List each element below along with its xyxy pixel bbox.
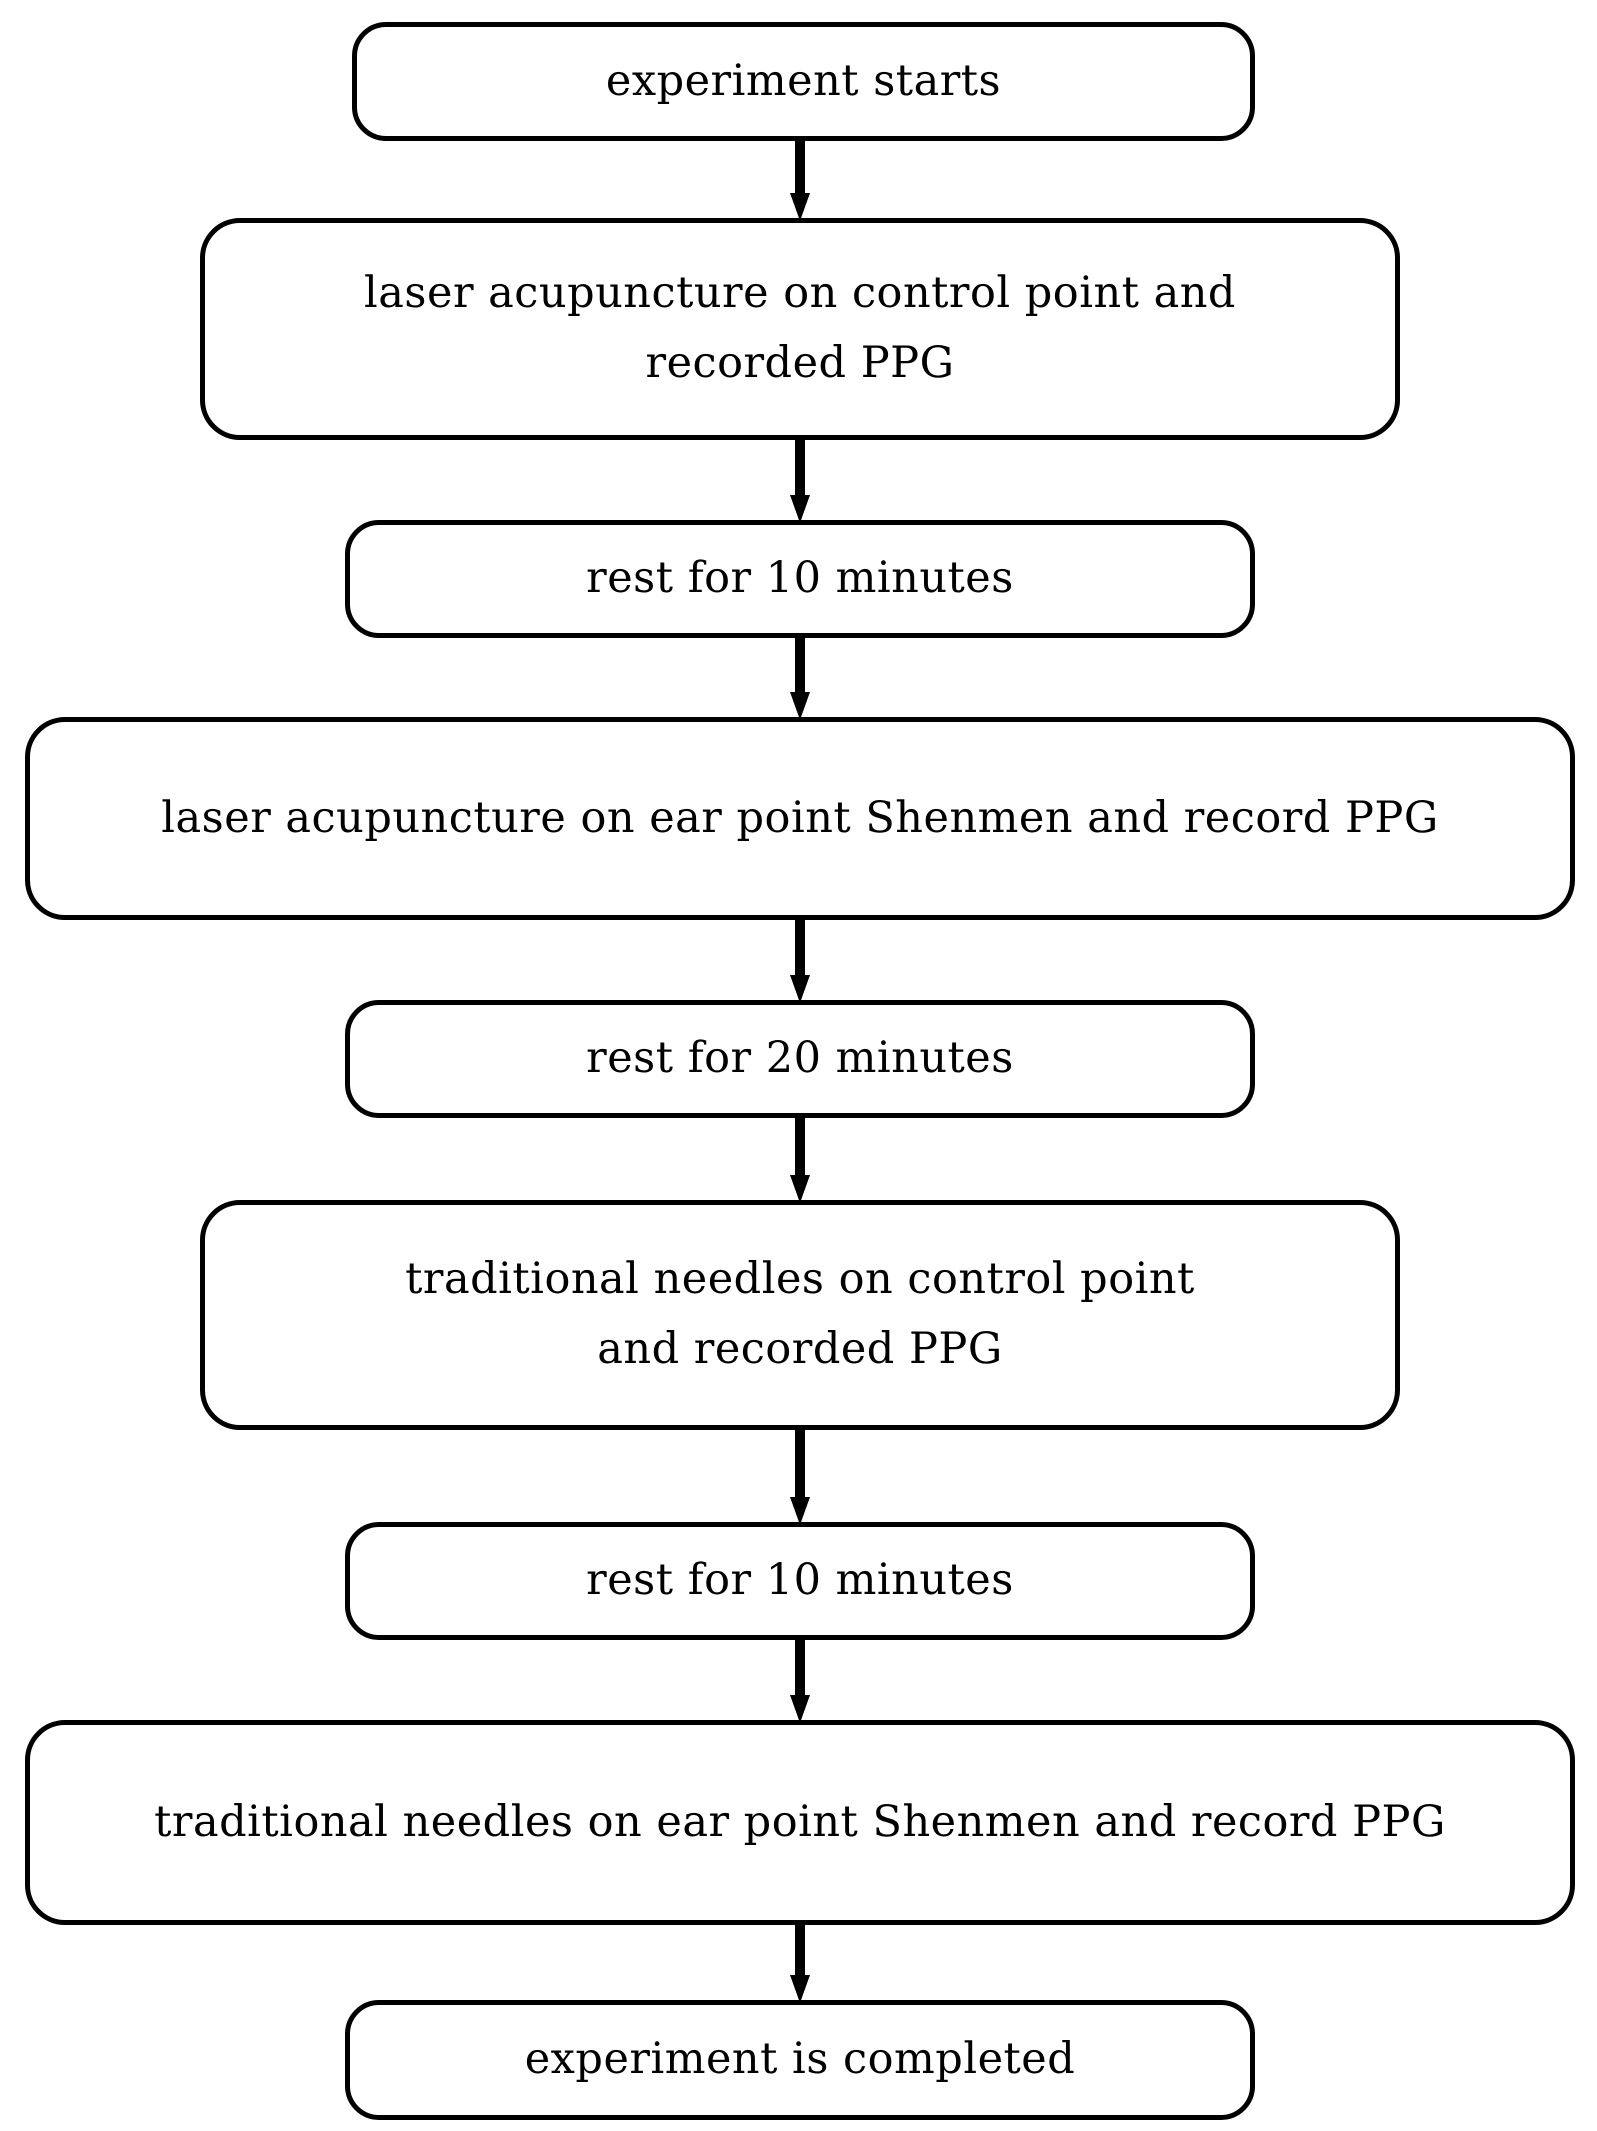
flow-node-laser-shenmen: laser acupuncture on ear point Shenmen a… [25,717,1575,920]
flow-node-rest-10-b: rest for 10 minutes [345,1522,1255,1640]
flow-node-label: experiment is completed [524,2034,1076,2085]
arrow-shaft [795,917,805,975]
flow-arrow-rest-10-b-to-needle-shenmen [790,1637,810,1723]
flow-arrow-needle-shenmen-to-end [790,1922,810,2003]
flow-node-label: rest for 10 minutes [586,1555,1014,1606]
flow-node-needle-control: traditional needles on control point and… [200,1200,1400,1430]
flow-arrow-needle-control-to-rest-10-b [790,1427,810,1525]
flow-node-label: experiment starts [605,55,1002,106]
flow-arrow-start-to-laser-control [790,138,810,221]
arrow-head-icon [790,495,810,523]
flow-node-label: laser acupuncture on ear point Shenmen a… [161,792,1439,843]
flow-node-rest-10-a: rest for 10 minutes [345,520,1255,638]
arrow-shaft [795,138,805,193]
arrow-shaft [795,1637,805,1695]
flow-node-label: traditional needles on ear point Shenmen… [154,1796,1446,1847]
arrow-head-icon [790,1975,810,2003]
flow-node-label: traditional needles on control point and… [405,1254,1195,1374]
arrow-head-icon [790,1497,810,1525]
arrow-head-icon [790,692,810,720]
flow-node-label: rest for 10 minutes [586,553,1014,604]
flow-arrow-rest-20-to-needle-control [790,1115,810,1203]
arrow-head-icon [790,193,810,221]
arrow-head-icon [790,975,810,1003]
flow-arrow-rest-10-a-to-laser-shenmen [790,635,810,720]
flow-node-start: experiment starts [352,22,1255,141]
flow-node-rest-20: rest for 20 minutes [345,1000,1255,1118]
flow-node-label: rest for 20 minutes [586,1033,1014,1084]
arrow-head-icon [790,1175,810,1203]
flow-node-laser-control: laser acupuncture on control point and r… [200,218,1400,440]
arrow-shaft [795,1427,805,1497]
arrow-shaft [795,635,805,692]
flow-node-end: experiment is completed [345,2000,1255,2120]
flow-arrow-laser-shenmen-to-rest-20 [790,917,810,1003]
arrow-shaft [795,437,805,495]
flow-node-needle-shenmen: traditional needles on ear point Shenmen… [25,1720,1575,1925]
arrow-shaft [795,1922,805,1975]
arrow-head-icon [790,1695,810,1723]
arrow-shaft [795,1115,805,1175]
flow-arrow-laser-control-to-rest-10-a [790,437,810,523]
flow-node-label: laser acupuncture on control point and r… [364,268,1236,388]
